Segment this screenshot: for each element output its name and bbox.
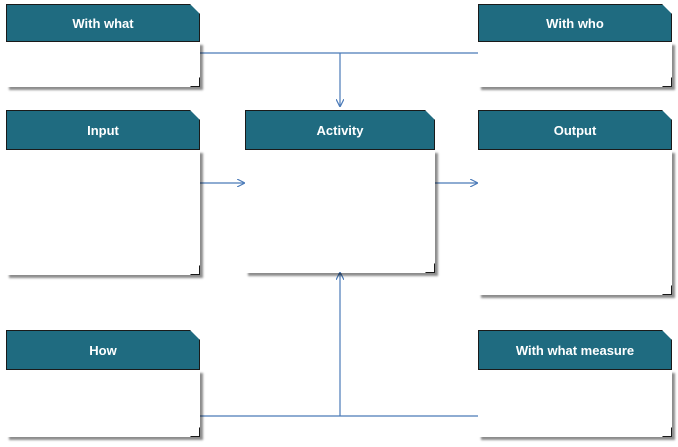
activity-header: Activity (245, 110, 435, 150)
list-item: Conforming processes (497, 200, 667, 214)
how-box: How KPI schedule Internal audit reports … (6, 330, 200, 437)
list-item: Process improvement (497, 157, 667, 171)
list-item: Opportunities to improve (497, 271, 667, 285)
list-item: Sales and financial forecasts (25, 63, 195, 77)
connector-top (200, 52, 478, 106)
with-what-measure-list: No. of audits conducted No. of open acti… (479, 371, 671, 434)
list-item: Supplier feedback (25, 200, 195, 214)
list-item: Changes to EHQMS (497, 257, 667, 271)
with-what-body: Business planning Sales and financial fo… (6, 42, 200, 87)
list-item: Interested party feedback (25, 157, 195, 171)
input-header: Input (6, 110, 200, 150)
activity-box: Activity Review the EHQMS at planned int… (245, 110, 435, 273)
list-item: New targets/programmes (497, 228, 667, 242)
with-what-measure-body: No. of audits conducted No. of open acti… (478, 370, 672, 437)
output-header: Output (478, 110, 672, 150)
list-item: Audit scores/KPIs (497, 420, 667, 434)
list-item: Client/customer feedback (25, 171, 195, 185)
output-body: Process improvement EHQMS improvement Cu… (478, 150, 672, 295)
list-item: Significant impacts (25, 243, 195, 257)
activity-text: Review the EHQMS at planned intervals, t… (260, 156, 420, 212)
list-item: Development of objectives (25, 420, 195, 434)
list-item: H&S committee review (25, 214, 195, 228)
list-item: Resources changes (497, 243, 667, 257)
list-item: Revised policy & objectives (497, 214, 667, 228)
list-item: EHQMS improvement (497, 171, 667, 185)
input-box: Input Interested party feedback Client/c… (6, 110, 200, 275)
list-item: KPI schedule (25, 377, 195, 391)
with-who-body: Top management QEHS Manager (478, 42, 672, 87)
with-who-box: With who Top management QEHS Manager (478, 4, 672, 87)
list-item: Risks and opportunities (25, 228, 195, 242)
input-body: Interested party feedback Client/custome… (6, 150, 200, 275)
with-what-measure-header: With what measure (478, 330, 672, 370)
list-item: Process audit checklist (25, 406, 195, 420)
with-what-header: With what (6, 4, 200, 42)
how-header: How (6, 330, 200, 370)
list-item: Top management (497, 49, 667, 63)
how-list: KPI schedule Internal audit reports Proc… (7, 371, 199, 434)
output-box: Output Process improvement EHQMS improve… (478, 110, 672, 295)
list-item: Business planning (25, 49, 195, 63)
list-item: No. of open actions (497, 391, 667, 405)
list-item: QEHS Manager (497, 63, 667, 77)
input-list: Interested party feedback Client/custome… (7, 151, 199, 257)
list-item: Internal audit reports (25, 391, 195, 405)
with-who-list: Top management QEHS Manager (479, 43, 671, 78)
output-list: Process improvement EHQMS improvement Cu… (479, 151, 671, 286)
how-body: KPI schedule Internal audit reports Proc… (6, 370, 200, 437)
list-item: Legal and compliance review (25, 186, 195, 200)
list-item: Repeated NCs (497, 406, 667, 420)
with-who-header: With who (478, 4, 672, 42)
with-what-list: Business planning Sales and financial fo… (7, 43, 199, 78)
list-item: No. of audits conducted (497, 377, 667, 391)
list-item: Customer satisfaction (497, 186, 667, 200)
with-what-box: With what Business planning Sales and fi… (6, 4, 200, 87)
activity-body: Review the EHQMS at planned intervals, t… (245, 150, 435, 273)
with-what-measure-box: With what measure No. of audits conducte… (478, 330, 672, 437)
